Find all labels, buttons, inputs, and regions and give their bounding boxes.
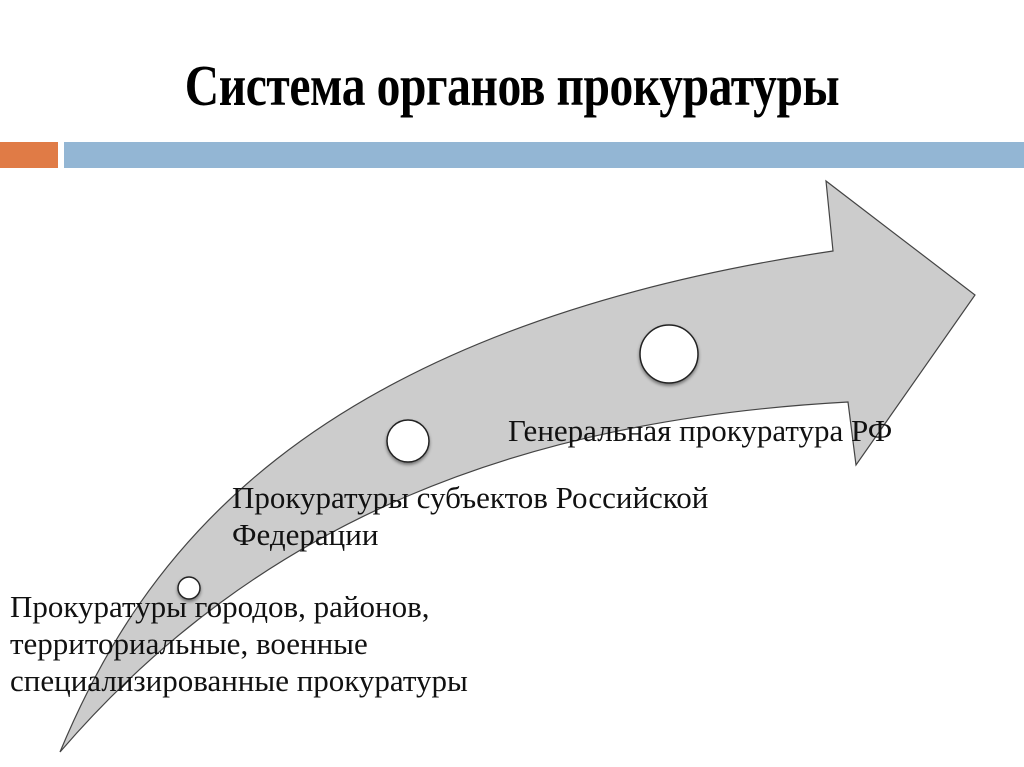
level-2-line1: Прокуратуры субъектов Российской <box>232 480 709 515</box>
level-marker-2 <box>386 419 430 463</box>
level-2-label: Прокуратуры субъектов Российской Федерац… <box>232 479 708 553</box>
level-1-label: Прокуратуры городов, районов, территориа… <box>10 588 468 699</box>
slide-title: Система органов прокуратуры <box>184 53 840 118</box>
level-marker-1 <box>177 576 201 600</box>
level-1-line1: Прокуратуры городов, районов, <box>10 589 430 624</box>
accent-bar-blue <box>64 142 1024 168</box>
level-1-line3: специализированные прокуратуры <box>10 663 468 698</box>
accent-bar-orange <box>0 142 58 168</box>
level-2-line2: Федерации <box>232 517 379 552</box>
level-3-label: Генеральная прокуратура РФ <box>508 412 892 449</box>
level-marker-3 <box>639 324 699 384</box>
level-1-line2: территориальные, военные <box>10 626 368 661</box>
level-3-line1: Генеральная прокуратура РФ <box>508 413 893 448</box>
